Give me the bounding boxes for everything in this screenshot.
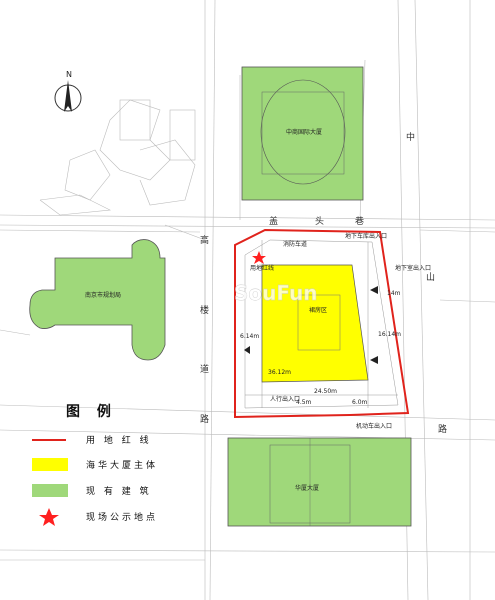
- building-nanjing-bureau-label: 南京市规划局: [85, 291, 121, 299]
- legend-label-existing: 现 有 建 筑: [86, 485, 152, 497]
- legend-label-star: 现场公示地点: [86, 511, 158, 523]
- legend-label-redline: 用 地 红 线: [86, 434, 152, 446]
- road-label-top: 盖 头 巷: [269, 215, 364, 227]
- north-arrow-icon: N: [54, 70, 82, 112]
- building-zhongshang-label: 中商国际大厦: [286, 128, 322, 136]
- road-char: 高: [200, 234, 209, 246]
- road-char: 楼: [200, 304, 209, 316]
- building-haihua-inner-label: 裙房区: [309, 306, 327, 314]
- dim-label: 36.12m: [268, 369, 291, 376]
- legend-title: 图 例: [66, 403, 117, 420]
- legend-label-main: 海华大厦主体: [86, 459, 158, 471]
- road-char: 路: [438, 423, 447, 435]
- road-label-gaolou: 高 楼 道 路: [200, 234, 209, 425]
- road-char: 中: [406, 131, 415, 143]
- legend: 图 例 用 地 红 线 海华大厦主体 现 有 建 筑 现场公示地点: [32, 403, 158, 526]
- building-haihua-main: 裙房区: [261, 264, 369, 383]
- legend-star-icon: [39, 508, 59, 526]
- dim-label: 6.14m: [240, 333, 259, 340]
- road-char: 头: [315, 216, 324, 227]
- road-char: 道: [200, 363, 209, 375]
- dimension-annotations: 6.14m 16.14m 24.50m 36.12m 4.5m 6.0m 消防车…: [240, 232, 431, 430]
- road-char: 路: [200, 413, 209, 425]
- dim-label: 14m: [387, 290, 401, 297]
- north-label: N: [66, 70, 72, 79]
- road-label-right: 中 山 路: [406, 131, 447, 435]
- legend-swatch-main: [32, 458, 68, 471]
- building-huaxia: 华厦大厦: [227, 437, 412, 527]
- dim-label: 6.0m: [352, 399, 368, 406]
- building-huaxia-label: 华厦大厦: [295, 484, 319, 492]
- building-nanjing-bureau: 南京市规划局: [29, 239, 166, 361]
- note-label: 用地红线: [250, 264, 274, 272]
- road-char: 巷: [355, 216, 364, 227]
- dim-label: 4.5m: [296, 399, 312, 406]
- note-label: 人行出入口: [270, 395, 300, 403]
- site-red-line: [234, 228, 410, 419]
- road-char: 盖: [269, 215, 278, 227]
- note-label: 机动车出入口: [356, 422, 392, 430]
- road-char: 山: [426, 272, 435, 283]
- dim-label: 16.14m: [378, 331, 401, 338]
- note-label: 地下室出入口: [395, 264, 431, 272]
- building-zhongshang: 中商国际大厦: [241, 66, 364, 201]
- legend-swatch-existing: [32, 484, 68, 497]
- dim-label: 24.50m: [314, 388, 337, 395]
- note-label: 地下车库出入口: [345, 232, 387, 240]
- watermark-text: SouFun: [234, 281, 318, 305]
- note-label: 消防车道: [283, 240, 307, 248]
- notice-location-star-icon: [252, 251, 266, 264]
